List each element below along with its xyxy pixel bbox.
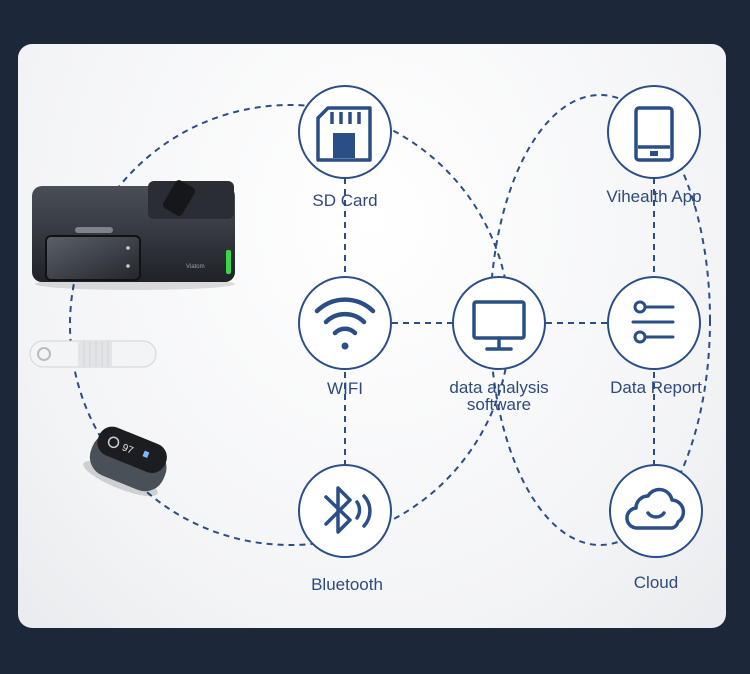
node-app	[607, 85, 701, 179]
label-app: Vihealth App	[606, 187, 702, 206]
sd-card-icon	[316, 106, 372, 162]
label-wifi: WIFI	[327, 379, 363, 398]
report-list-icon	[631, 300, 675, 344]
cloud-icon	[625, 487, 686, 530]
label-software-line2: software	[466, 395, 532, 414]
smartphone-icon	[634, 106, 674, 162]
node-report	[607, 276, 701, 370]
oximeter-reading: 97	[120, 442, 135, 457]
pulse-oximeter-image: 97	[83, 426, 167, 497]
diagram-card: Viatom 97 SD Card Vihealth App WIFI data…	[18, 44, 726, 628]
bluetooth-icon	[324, 486, 372, 534]
label-report: Data Report	[610, 378, 702, 397]
label-cloud: Cloud	[633, 573, 679, 592]
cpap-brand-text: Viatom	[186, 264, 205, 270]
label-sd-card: SD Card	[312, 191, 378, 210]
wearable-sensor-image	[29, 340, 157, 368]
node-bluetooth	[298, 464, 392, 558]
monitor-icon	[472, 300, 526, 351]
node-software	[452, 276, 546, 370]
node-wifi	[298, 276, 392, 370]
label-bluetooth: Bluetooth	[311, 575, 383, 594]
label-software-line1: data analysis	[449, 378, 549, 397]
cpap-machine-image: Viatom	[32, 180, 235, 290]
label-software: data analysis software	[399, 379, 599, 413]
wifi-icon	[314, 297, 376, 336]
node-sd-card	[298, 85, 392, 179]
node-cloud	[609, 464, 703, 558]
connection-diagram: Viatom 97	[29, 85, 711, 558]
